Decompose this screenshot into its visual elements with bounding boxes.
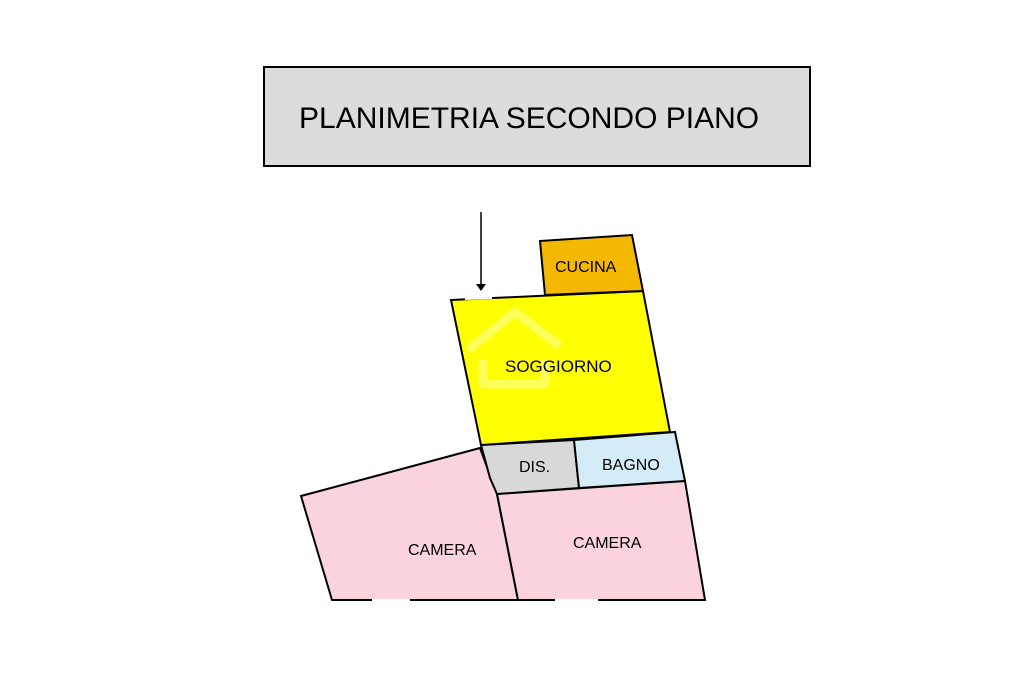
- title-box: PLANIMETRIA SECONDO PIANO: [263, 66, 811, 167]
- room-dis: [479, 438, 581, 496]
- room-cucina: [538, 233, 645, 297]
- room-label-dis: DIS.: [519, 459, 550, 476]
- house-watermark-icon: [465, 307, 563, 389]
- room-label-camera-left: CAMERA: [408, 542, 477, 559]
- room-label-cucina: CUCINA: [555, 259, 617, 276]
- room-camera-left: [299, 446, 520, 601]
- room-label-camera-right: CAMERA: [573, 535, 642, 552]
- room-label-soggiorno: SOGGIORNO: [505, 357, 612, 376]
- room-label-bagno: BAGNO: [602, 457, 660, 474]
- entrance-arrow-icon: [476, 212, 486, 291]
- opening-mark: [464, 297, 493, 300]
- page-title: PLANIMETRIA SECONDO PIANO: [299, 102, 760, 135]
